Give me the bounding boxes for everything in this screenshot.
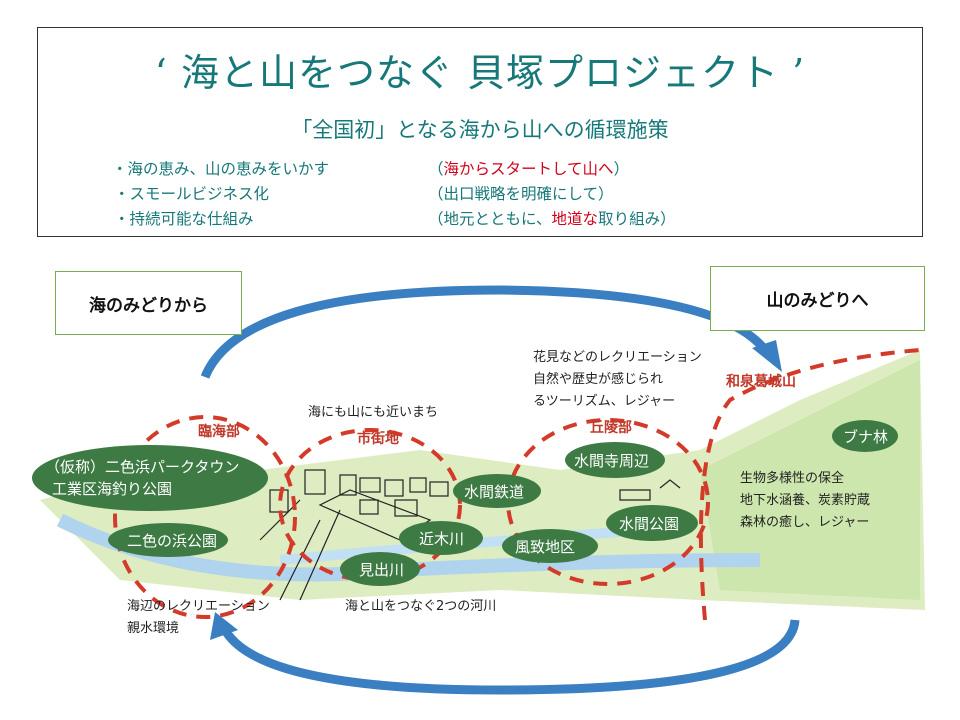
place-mide-river: 見出川: [359, 561, 404, 579]
area-label-city: 市街地: [357, 430, 399, 447]
text: 取り組み）: [598, 210, 676, 228]
area-label-coast: 臨海部: [198, 423, 240, 440]
note-town: 海にも山にも近いまち: [308, 405, 438, 420]
bullet-2-left: ・スモールビジネス化: [114, 185, 270, 203]
area-label-hills: 丘陵部: [590, 419, 632, 436]
note-hills-3: るツーリズム、レジャー: [533, 393, 675, 409]
area-label-mountain: 和泉葛城山: [726, 373, 796, 390]
town-sketch: [259, 469, 681, 601]
bullet-1-left: ・海の恵み、山の恵みをいかす: [112, 160, 330, 178]
flow-end-box: 山のみどりへ: [710, 266, 925, 331]
coast-circle: [113, 415, 297, 619]
paren: （: [428, 160, 444, 178]
place-parktown-2: 工業区海釣り公園: [52, 480, 172, 498]
bullet-1-right: （海からスタートして山へ）: [428, 157, 629, 179]
place-nishiki-park: 二色の浜公園: [127, 532, 217, 550]
place-parktown-1: （仮称）二色浜パークタウン: [45, 458, 239, 476]
note-seaside-2: 親水環境: [127, 621, 179, 636]
paren: ）: [613, 160, 630, 178]
place-mizuma-railway: 水間鉄道: [464, 483, 524, 501]
text: （地元とともに、: [428, 210, 552, 228]
page-title: ‘ 海と山をつなぐ 貝塚プロジェクト ’: [154, 51, 806, 95]
bullet-2-right: （出口戦略を明確にして）: [428, 185, 614, 203]
note-rivers: 海と山をつなぐ2つの河川: [345, 599, 496, 614]
subtitle: 「全国初」となる海から山への循環施策: [291, 118, 669, 142]
place-mizumadera: 水間寺周辺: [574, 452, 649, 470]
hills-circle: [506, 418, 710, 586]
note-forest-1: 生物多様性の保全: [740, 470, 844, 486]
title-box: ‘ 海と山をつなぐ 貝塚プロジェクト ’ 「全国初」となる海から山への循環施策: [37, 27, 923, 237]
bottom-flow-arrow: [210, 612, 800, 695]
highlight-text: 地道な: [551, 210, 599, 228]
note-forest-2: 地下水涵養、炭素貯蔵: [740, 492, 870, 508]
note-hills-2: 自然や歴史が感じられ: [533, 371, 663, 387]
place-labels: [32, 420, 898, 586]
bullet-3-left: ・持続可能な仕組み: [114, 210, 254, 228]
bullet-3-right: （地元とともに、地道な取り組み）: [428, 207, 676, 229]
place-kogi-river: 近木川: [419, 530, 464, 548]
place-mizuma-park: 水間公園: [619, 515, 679, 533]
place-buna: ブナ林: [843, 428, 888, 446]
note-hills-1: 花見などのレクリエーション: [533, 349, 702, 365]
note-forest-3: 森林の癒し、レジャー: [740, 514, 869, 530]
flow-start-box: 海のみどりから: [55, 271, 242, 335]
note-seaside-1: 海辺のレクリエーション: [127, 599, 270, 614]
place-fuchi: 風致地区: [515, 538, 575, 556]
mountain-boundary: [698, 348, 921, 621]
highlight-text: 海からスタートして山へ: [443, 160, 614, 178]
